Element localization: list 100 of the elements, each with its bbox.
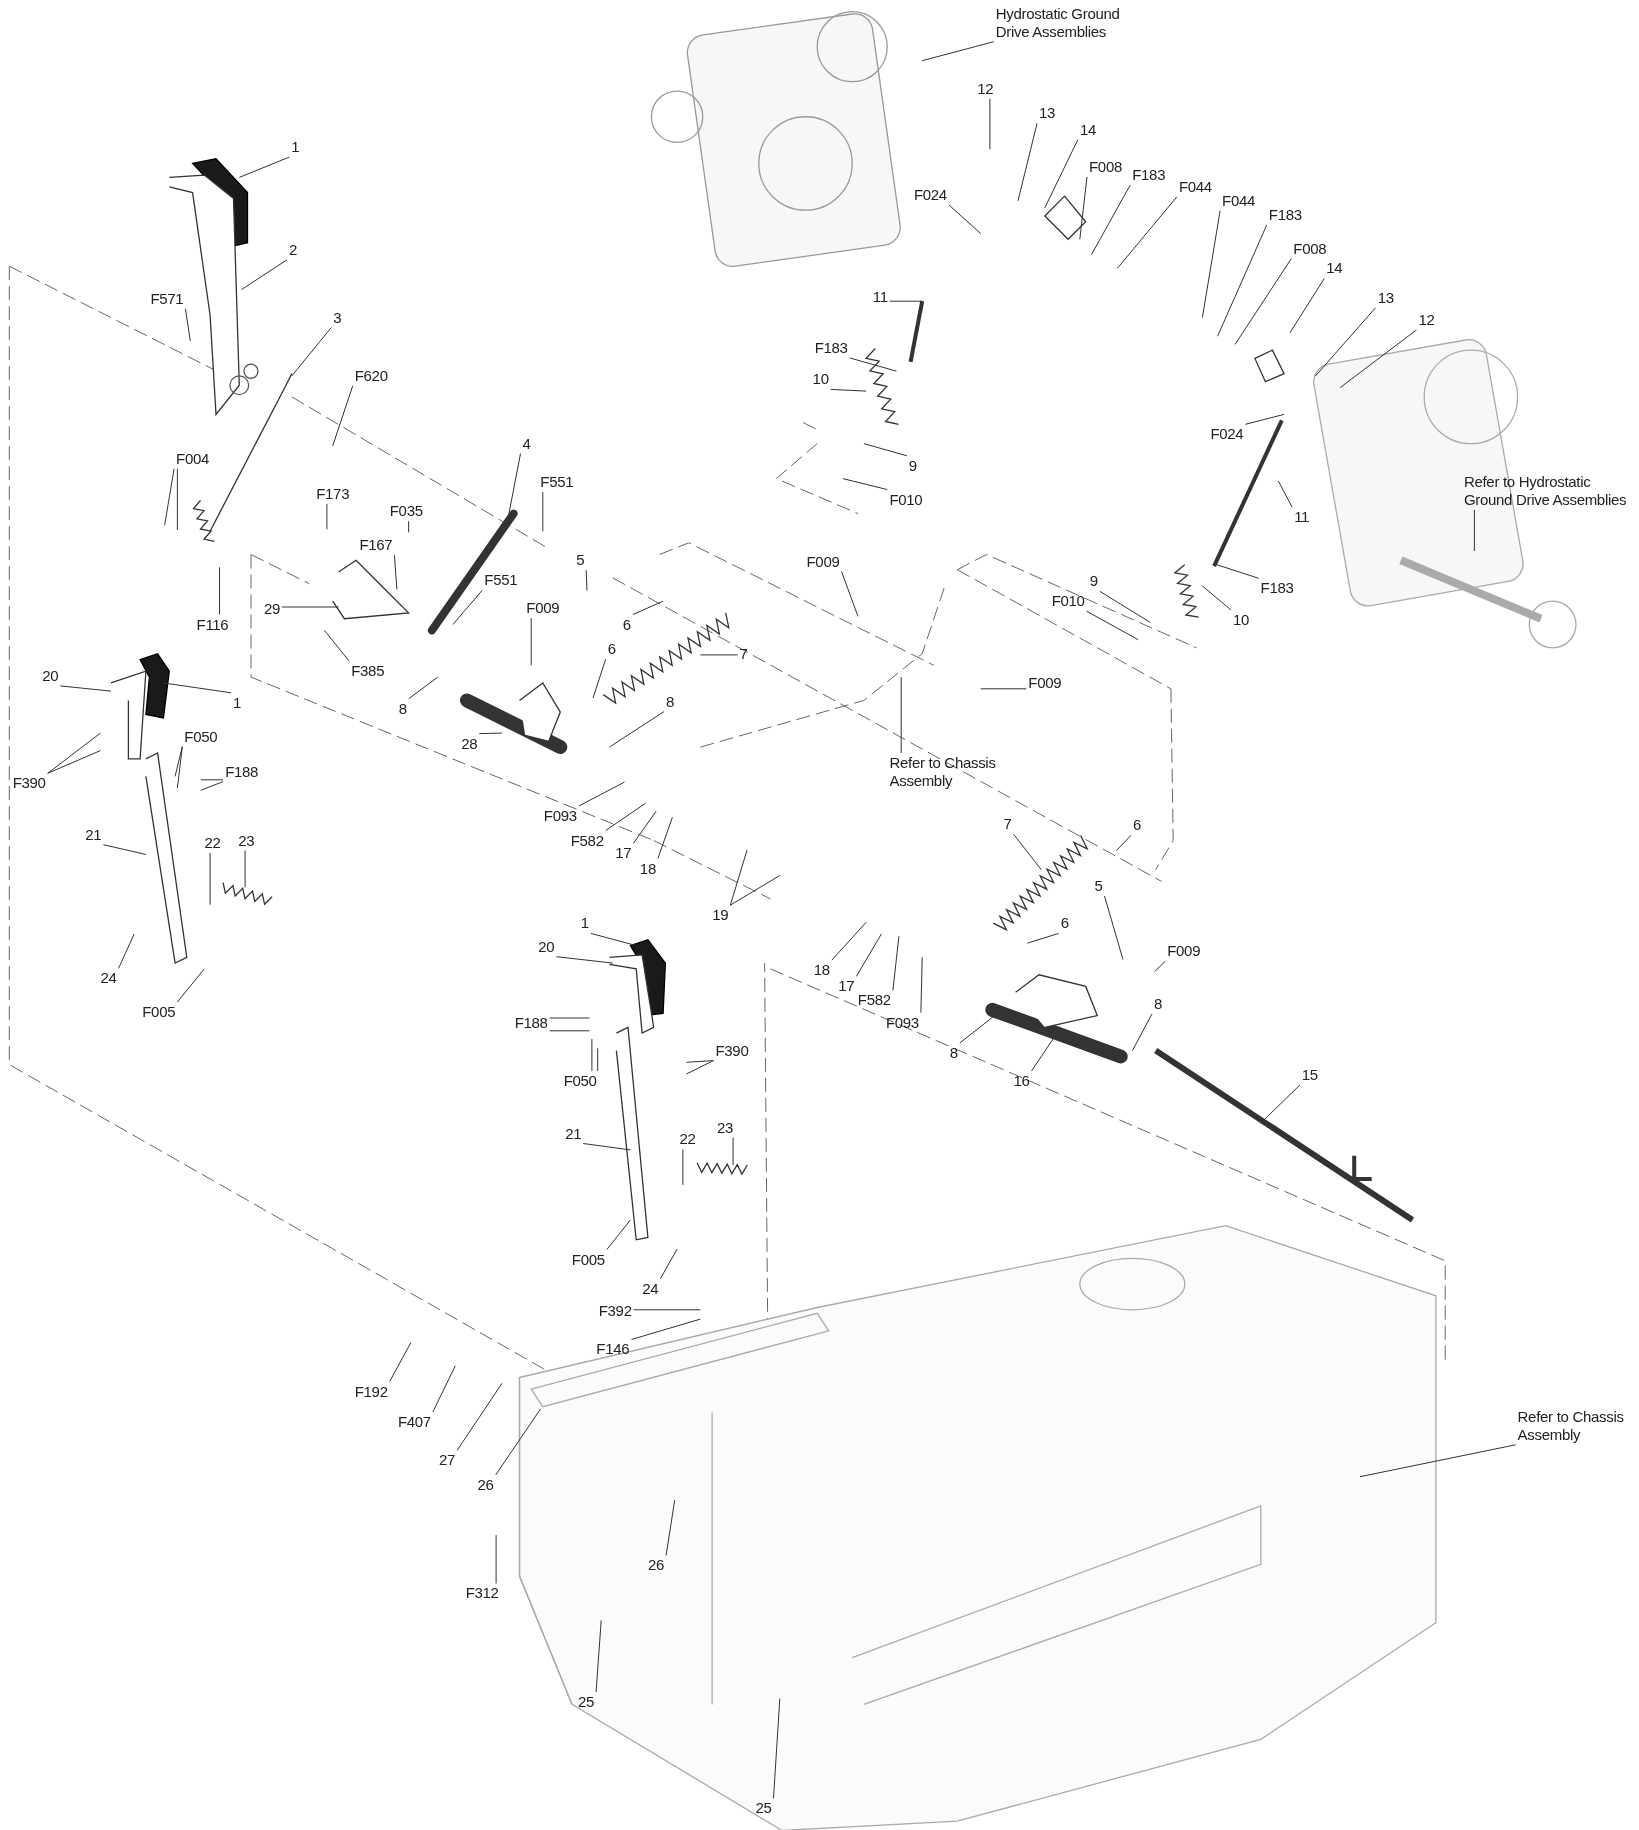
callout-number: 17 xyxy=(838,977,855,996)
reference-note: Refer to Hydrostatic Ground Drive Assemblies xyxy=(1463,472,1632,509)
callout-number: 20 xyxy=(538,937,555,956)
callout-number: 18 xyxy=(813,961,830,980)
leader-line xyxy=(729,875,781,906)
callout-number: 21 xyxy=(85,825,102,844)
callout-number: F050 xyxy=(184,727,218,746)
callout-number: F116 xyxy=(196,615,229,634)
callout-number: F551 xyxy=(484,571,518,590)
leader-line xyxy=(432,1365,456,1413)
leader-line xyxy=(1031,1038,1054,1072)
leader-line xyxy=(456,1382,503,1451)
leader-line xyxy=(582,1143,631,1151)
callout-number: F167 xyxy=(359,536,393,555)
reference-note: Refer to Chassis Assembly xyxy=(889,754,1020,791)
callout-number: 24 xyxy=(100,969,117,988)
leader-line xyxy=(1289,278,1325,334)
callout-number: F050 xyxy=(563,1072,597,1090)
callout-number: 12 xyxy=(1418,310,1435,329)
leader-line xyxy=(591,1038,593,1072)
leader-line xyxy=(176,968,205,1003)
leader-line xyxy=(478,732,503,735)
leader-line xyxy=(174,746,183,777)
leader-line xyxy=(665,1499,676,1556)
leader-line xyxy=(892,935,900,991)
callout-number: F183 xyxy=(1260,579,1294,598)
callout-number: F571 xyxy=(150,289,184,308)
leader-line xyxy=(162,682,232,694)
callout-number: 2 xyxy=(289,240,298,259)
callout-number: 8 xyxy=(949,1043,958,1062)
callout-number: F392 xyxy=(598,1301,632,1320)
callout-number: 5 xyxy=(1094,877,1103,896)
leader-line xyxy=(685,1060,714,1075)
leader-line xyxy=(889,300,923,302)
callout-number: F582 xyxy=(570,831,604,850)
reference-note: Refer to Chassis Assembly xyxy=(1517,1407,1639,1444)
leader-line xyxy=(657,816,673,859)
callout-number: F551 xyxy=(540,473,574,492)
callout-number: F192 xyxy=(354,1382,388,1401)
leader-line xyxy=(1277,480,1293,508)
callout-number: 6 xyxy=(1060,914,1069,933)
callout-number: F009 xyxy=(1028,673,1062,692)
callout-number: 24 xyxy=(642,1279,659,1298)
callout-number: F407 xyxy=(397,1412,431,1431)
leader-line xyxy=(948,204,982,234)
leader-line xyxy=(1217,224,1268,337)
leader-line xyxy=(729,849,748,906)
leader-line xyxy=(606,1219,631,1251)
callout-number: F093 xyxy=(885,1013,919,1032)
leader-line xyxy=(1234,258,1292,345)
leader-line xyxy=(244,850,246,888)
callout-number: 3 xyxy=(333,308,342,327)
leader-line xyxy=(118,933,135,969)
callout-number: 26 xyxy=(477,1475,494,1494)
callout-number: F173 xyxy=(316,484,350,503)
callout-number: F582 xyxy=(857,991,891,1010)
leader-line xyxy=(1026,932,1060,944)
leader-line xyxy=(408,520,410,533)
leader-line xyxy=(281,606,339,608)
callout-number: F008 xyxy=(1089,157,1122,176)
leader-line xyxy=(605,802,647,831)
leader-line xyxy=(1131,1013,1153,1052)
leader-line xyxy=(176,746,183,789)
callout-number: F010 xyxy=(889,490,923,509)
leader-line xyxy=(549,1030,590,1032)
callout-number: 18 xyxy=(639,859,656,878)
leader-line xyxy=(555,956,614,964)
callout-number: 7 xyxy=(739,644,748,663)
callout-number: F188 xyxy=(514,1013,548,1032)
leader-line xyxy=(900,676,902,754)
callout-number: 11 xyxy=(872,287,888,306)
callout-number: 27 xyxy=(439,1451,456,1470)
leader-line xyxy=(393,554,398,590)
callout-number: F044 xyxy=(1222,191,1256,210)
callout-number: 9 xyxy=(1089,572,1098,591)
leader-line xyxy=(633,1309,701,1311)
leader-line xyxy=(47,750,101,774)
callout-number: 4 xyxy=(522,434,531,453)
leader-line xyxy=(842,478,888,491)
leader-line xyxy=(682,1148,684,1186)
leader-line xyxy=(585,569,588,592)
callout-number: F009 xyxy=(806,552,840,571)
leader-line xyxy=(1079,176,1088,240)
callout-number: F005 xyxy=(571,1250,605,1269)
callout-number: F009 xyxy=(1167,942,1201,961)
callout-number: 11 xyxy=(1294,508,1310,527)
leader-line xyxy=(632,810,657,844)
callout-number: 10 xyxy=(1232,610,1249,629)
callout-number: 1 xyxy=(232,693,241,712)
leader-line xyxy=(630,1318,701,1340)
callout-number: 23 xyxy=(716,1118,733,1137)
callout-number: 13 xyxy=(1377,288,1394,307)
callout-number: F183 xyxy=(814,338,848,357)
leader-line xyxy=(1017,122,1038,202)
leader-line xyxy=(326,503,328,530)
callout-number: 1 xyxy=(580,914,589,933)
leader-line xyxy=(921,41,995,62)
leader-line xyxy=(1213,563,1260,579)
callout-number: 14 xyxy=(1079,120,1097,139)
callout-number: F146 xyxy=(596,1340,630,1359)
